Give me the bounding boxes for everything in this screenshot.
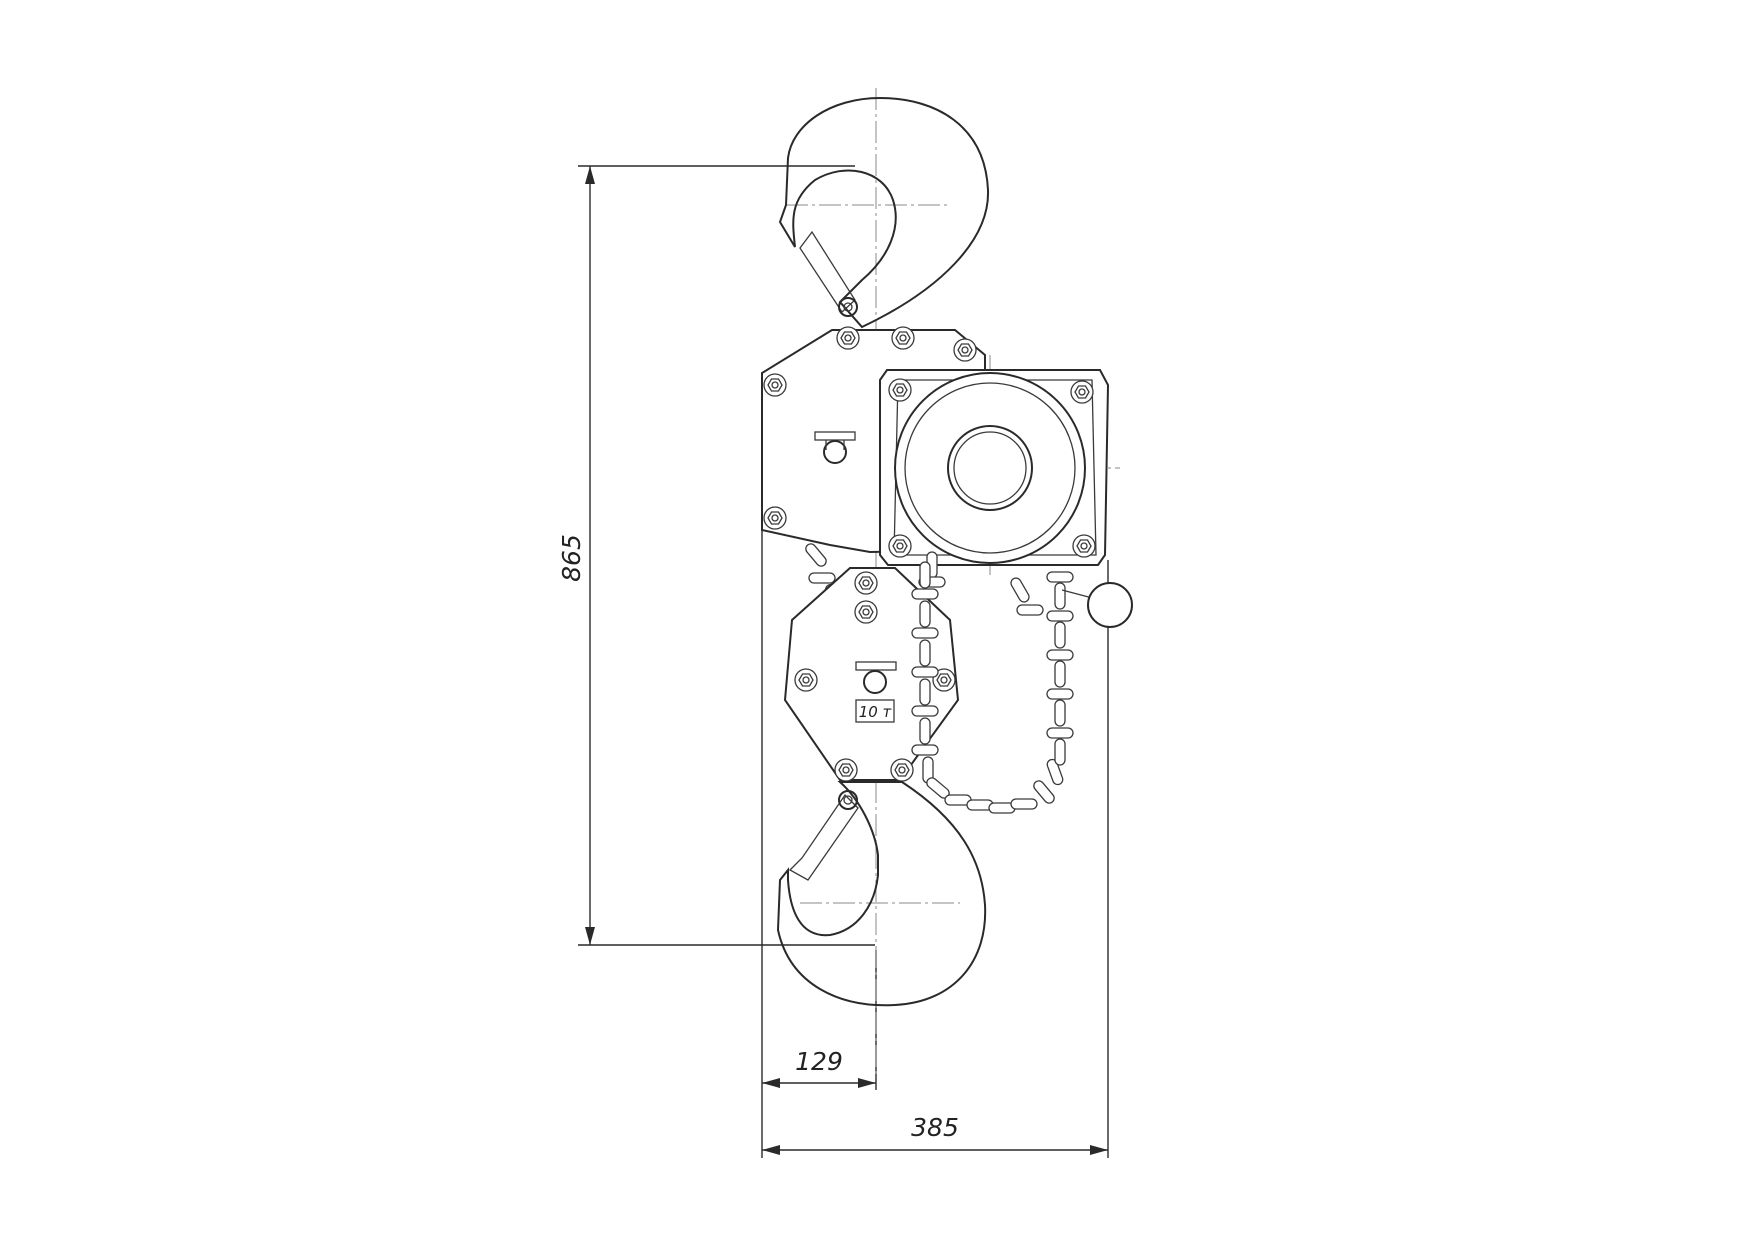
overall-width-dimension: 385: [762, 560, 1109, 1158]
capacity-plate: 10 т: [859, 703, 893, 721]
hook-offset-dimension-label: 129: [795, 1047, 843, 1076]
height-dimension: 865: [557, 165, 875, 946]
hand-chain: [911, 561, 1133, 814]
bottom-hook: [776, 781, 987, 1007]
top-hook: [778, 96, 990, 329]
overall-width-dimension-label: 385: [911, 1113, 959, 1142]
height-dimension-label: 865: [557, 534, 586, 582]
gear-housing: [879, 369, 1110, 566]
lower-block: 10 т: [783, 567, 960, 782]
